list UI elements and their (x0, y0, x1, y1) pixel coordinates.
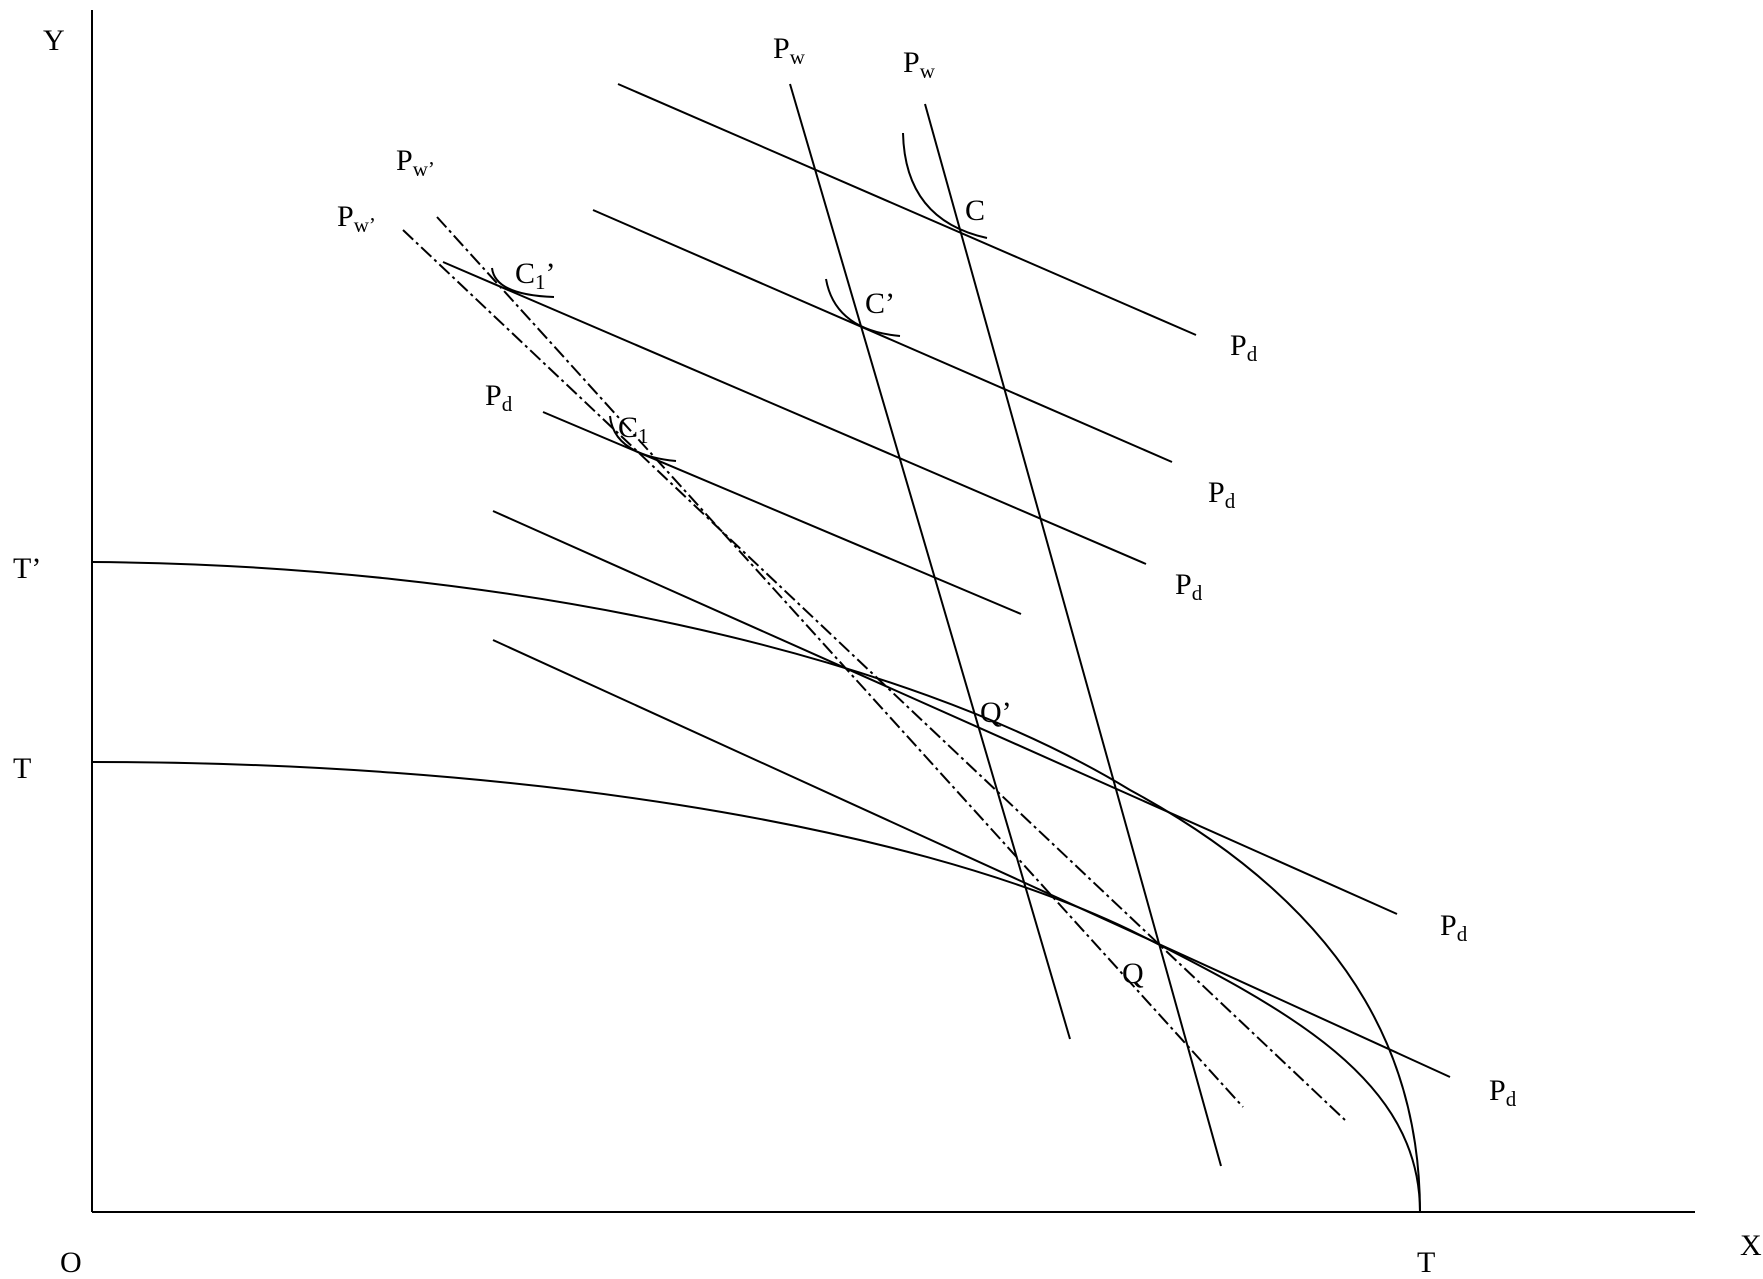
indifference-curve-c1-prime (491, 267, 555, 298)
frontier-t-prime (91, 561, 1421, 1213)
origin-label: O (60, 1246, 82, 1279)
pd-line-4 (542, 411, 1022, 615)
pd-line-1 (617, 83, 1197, 336)
point-c-label: C (965, 194, 985, 227)
pw-prime-line-1 (436, 216, 1244, 1108)
pd-label-5: Pd (1440, 909, 1468, 946)
t-y-label: T (13, 752, 31, 785)
pd-label-4: Pd (485, 379, 513, 416)
pd-line-2 (592, 209, 1173, 463)
pw-prime-label-2: Pw’ (337, 200, 376, 237)
point-c-prime-label: C’ (865, 287, 895, 320)
pd-line-5 (492, 510, 1398, 915)
point-q-label: Q (1122, 957, 1144, 990)
point-c1-prime-label: C1’ (515, 257, 556, 294)
pd-line-3 (442, 261, 1147, 565)
indifference-curve-c (902, 132, 988, 239)
indifference-curve-c-prime (825, 278, 901, 337)
pw-label-1: Pw (773, 32, 806, 69)
y-axis-label: Y (43, 24, 65, 57)
pw-prime-line-2 (402, 229, 1346, 1121)
frontier-tt (91, 761, 1421, 1213)
pd-label-3: Pd (1175, 568, 1203, 605)
point-c1-label: C1 (618, 411, 649, 448)
t-x-label: T (1417, 1246, 1435, 1279)
pd-line-6 (492, 639, 1451, 1078)
pw-line-1 (789, 83, 1071, 1040)
indifference-curve-c1 (609, 415, 677, 462)
pd-label-6: Pd (1489, 1074, 1517, 1111)
pd-label-1: Pd (1230, 329, 1258, 366)
pw-label-2: Pw (903, 46, 936, 83)
pw-line-2 (924, 103, 1222, 1167)
point-q-prime-label: Q’ (980, 696, 1012, 729)
x-axis-label: X (1740, 1229, 1762, 1262)
pw-prime-label-1: Pw’ (396, 144, 435, 181)
t-prime-y-label: T’ (13, 552, 41, 585)
pd-label-2: Pd (1208, 476, 1236, 513)
